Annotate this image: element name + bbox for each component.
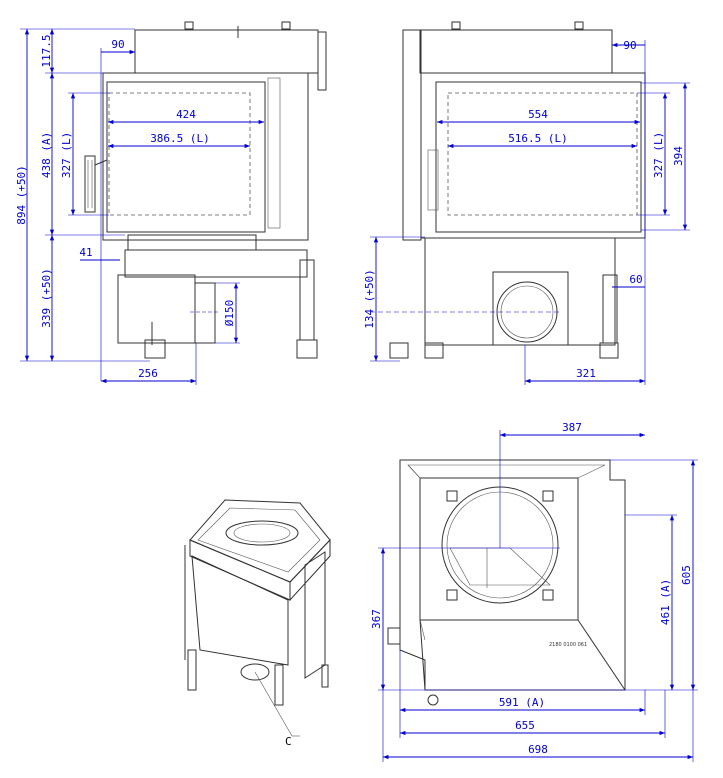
dim-glass-width: 516.5 (L) xyxy=(508,132,568,145)
dim-width-total: 698 xyxy=(528,743,548,756)
iso-view: C xyxy=(184,499,331,748)
dim-width-mid: 655 xyxy=(515,719,535,732)
top-view: 2180 0100 061 387 605 461 (A) 367 591 (A… xyxy=(370,421,698,762)
dim-depth: 605 xyxy=(680,565,693,585)
dim-width-a: 591 (A) xyxy=(499,696,545,709)
dim-offset-top: 90 xyxy=(111,38,124,51)
dim-overall-height: 894 (+50) xyxy=(15,165,28,225)
callout-c: C xyxy=(285,735,292,748)
front-view-left: 894 (+50) 117.5 438 (A) 339 (+50) 327 (L… xyxy=(15,21,327,385)
dim-door-height: 394 xyxy=(672,146,685,166)
dim-door-width: 554 xyxy=(528,108,548,121)
dim-base-width: 256 xyxy=(138,367,158,380)
dim-base-height: 339 (+50) xyxy=(40,268,53,328)
dim-top-height: 117.5 xyxy=(40,34,53,67)
dim-offset-top: 90 xyxy=(623,39,636,52)
part-number: 2180 0100 061 xyxy=(549,642,587,648)
dim-flue-offset-x: 387 xyxy=(562,421,582,434)
dim-door-height: 438 (A) xyxy=(40,132,53,178)
dim-flue-diameter: Ø150 xyxy=(223,300,236,327)
dim-base-height: 134 (+50) xyxy=(363,269,376,329)
dim-offset-side: 41 xyxy=(79,246,92,259)
front-view-right: 554 516.5 (L) 90 327 (L) 394 134 (+50) 6… xyxy=(363,21,690,385)
dim-glass-height: 327 (L) xyxy=(60,132,73,178)
dim-door-width: 424 xyxy=(176,108,196,121)
dim-glass-width: 386.5 (L) xyxy=(150,132,210,145)
dim-offset-side: 60 xyxy=(629,273,642,286)
dim-base-width: 321 xyxy=(576,367,596,380)
dim-glass-height: 327 (L) xyxy=(652,132,665,178)
dim-flue-offset-y: 367 xyxy=(370,609,383,629)
dim-depth-a: 461 (A) xyxy=(659,579,672,625)
